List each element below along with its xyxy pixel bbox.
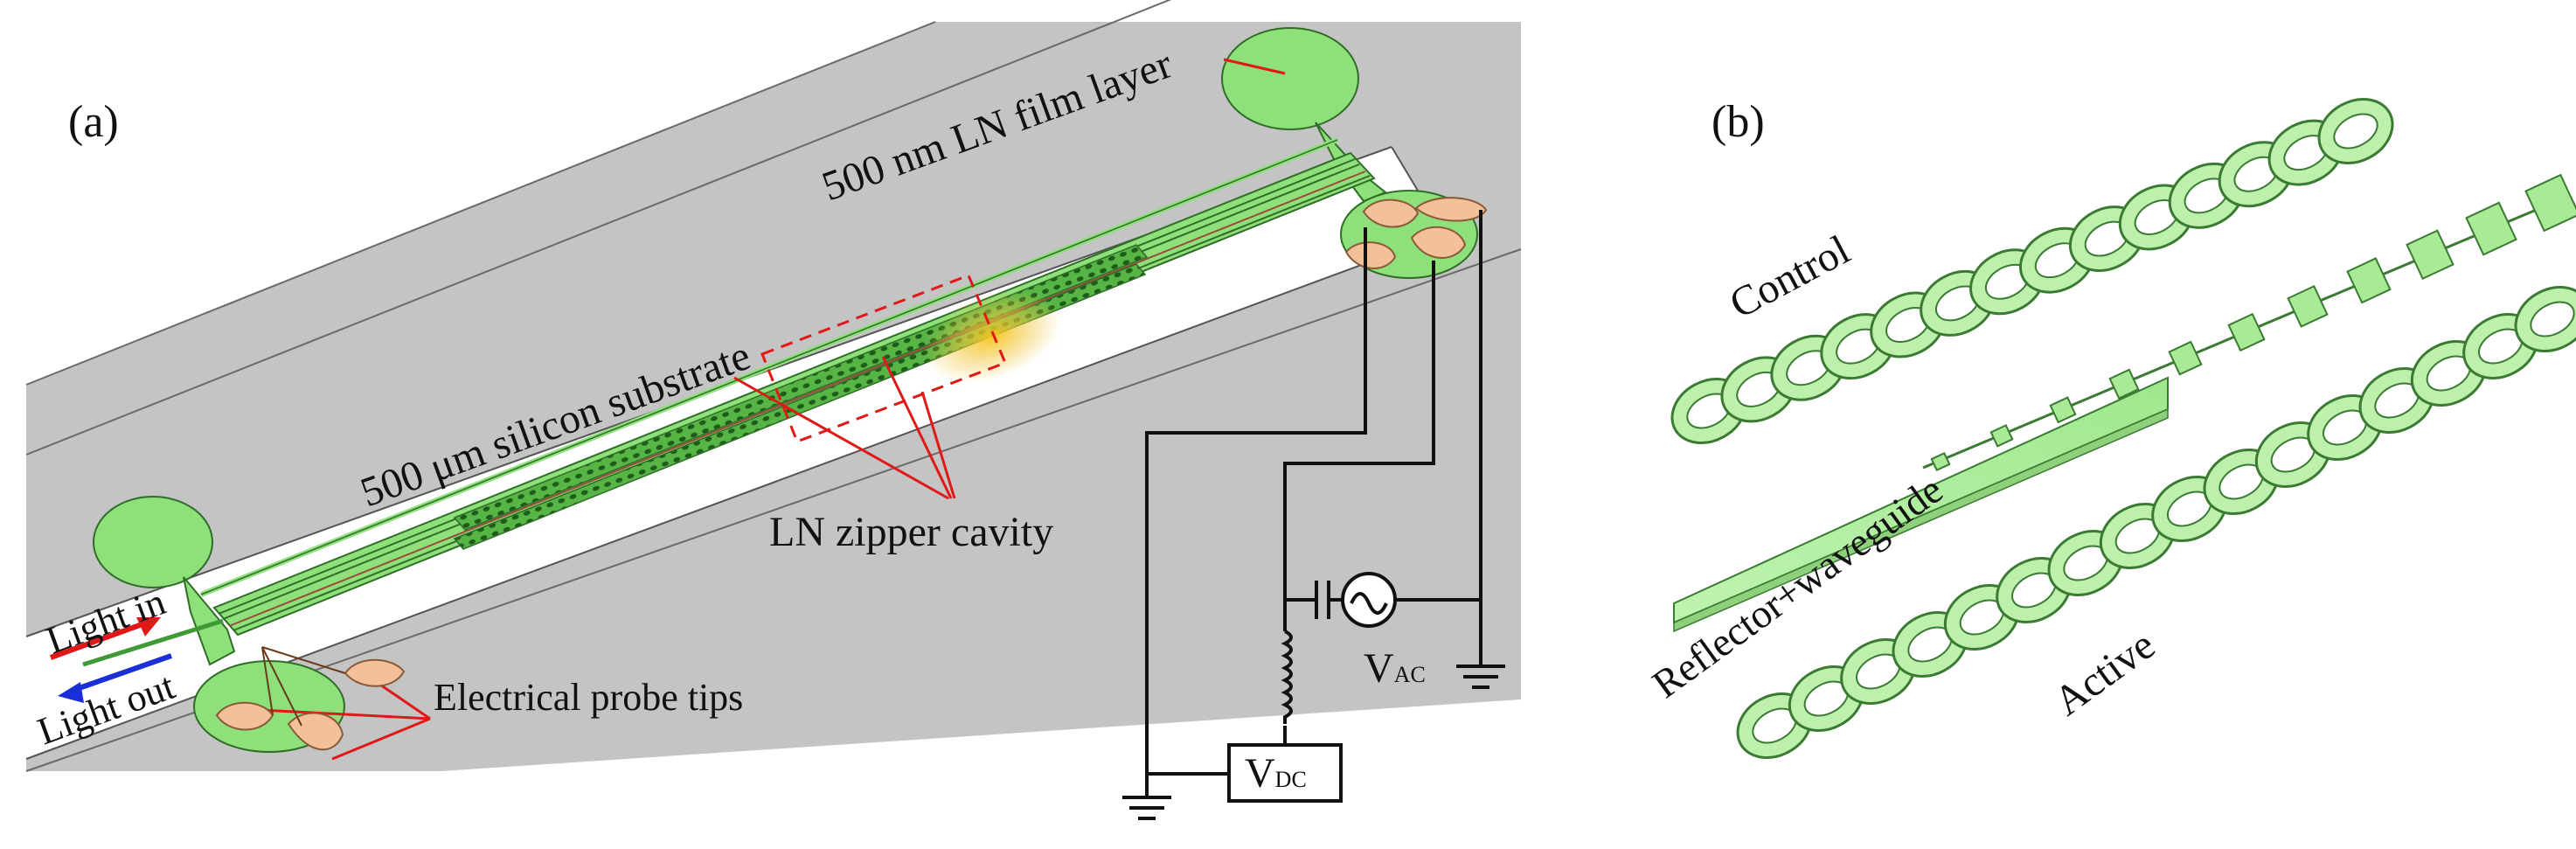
reflector-segment xyxy=(2465,201,2517,256)
active-label: Active xyxy=(2045,622,2163,725)
inductor-symbol xyxy=(1281,630,1293,724)
reflector-segment xyxy=(2108,368,2140,400)
film-leader-line xyxy=(1223,58,1286,75)
active-beam-ring-hole xyxy=(2530,301,2575,338)
right-large-pad xyxy=(1221,27,1359,130)
ground-symbol-left xyxy=(1122,774,1171,820)
control-label: Control xyxy=(1722,226,1857,328)
reflector-segment xyxy=(2049,396,2077,424)
reflector-segment xyxy=(2168,340,2203,376)
probe-tip-3 xyxy=(287,712,344,751)
light-out-arrow xyxy=(58,653,172,703)
reflector-waveguide xyxy=(1673,173,2576,633)
reflector-segment xyxy=(2346,257,2392,304)
dc-source-box xyxy=(1227,743,1343,803)
active-beam xyxy=(1736,286,2576,759)
cavity-leader-2 xyxy=(881,356,953,499)
panel-a-label: (a) xyxy=(68,97,119,147)
probe-tips-label: Electrical probe tips xyxy=(434,676,743,719)
ground-symbol-right xyxy=(1456,665,1505,689)
capacitor-symbol xyxy=(1302,581,1343,619)
reflector-segment xyxy=(1989,424,2014,448)
reflector-segment xyxy=(1930,451,1951,472)
zipper-cavity-label: LN zipper cavity xyxy=(769,509,1053,555)
left-large-pad xyxy=(93,496,213,588)
reflector-segment xyxy=(2227,312,2266,352)
left-probe-tips xyxy=(215,658,406,751)
panel-b-label: (b) xyxy=(1712,97,1765,147)
cavity-leader-3 xyxy=(920,391,956,499)
cavity-leader-1 xyxy=(733,376,949,500)
right-probe-tips xyxy=(1344,197,1488,269)
reflector-segment xyxy=(2287,285,2329,328)
bias-circuit xyxy=(1145,210,1482,776)
cavity-highlight-box xyxy=(760,274,1007,443)
probe-tip-1 xyxy=(344,658,406,687)
reflector-segment xyxy=(2524,173,2576,233)
control-beam xyxy=(1670,98,2394,444)
reflector-segment xyxy=(2406,229,2454,281)
v-dc-label: VDC xyxy=(1245,750,1307,797)
v-ac-label: VAC xyxy=(1364,645,1426,692)
probe-tip-5 xyxy=(1410,226,1467,259)
probe-tip-6 xyxy=(1414,197,1488,222)
light-in-arrow xyxy=(49,617,161,660)
cavity-optical-mode xyxy=(923,289,1061,384)
probe-tip-7 xyxy=(1344,241,1397,269)
ac-source-symbol xyxy=(1341,572,1397,628)
panel-b: (b) Control Reflector+waveguide Active xyxy=(1644,97,2576,759)
probe-leader-2 xyxy=(260,708,431,720)
etched-trench xyxy=(26,147,1444,759)
probe-leader-3 xyxy=(331,717,431,761)
probe-tip-4 xyxy=(1362,198,1420,228)
panel-a: (a) 500 nm LN film layer 500 μm silicon … xyxy=(25,0,1522,820)
control-beam-ring-hole xyxy=(2333,113,2378,150)
